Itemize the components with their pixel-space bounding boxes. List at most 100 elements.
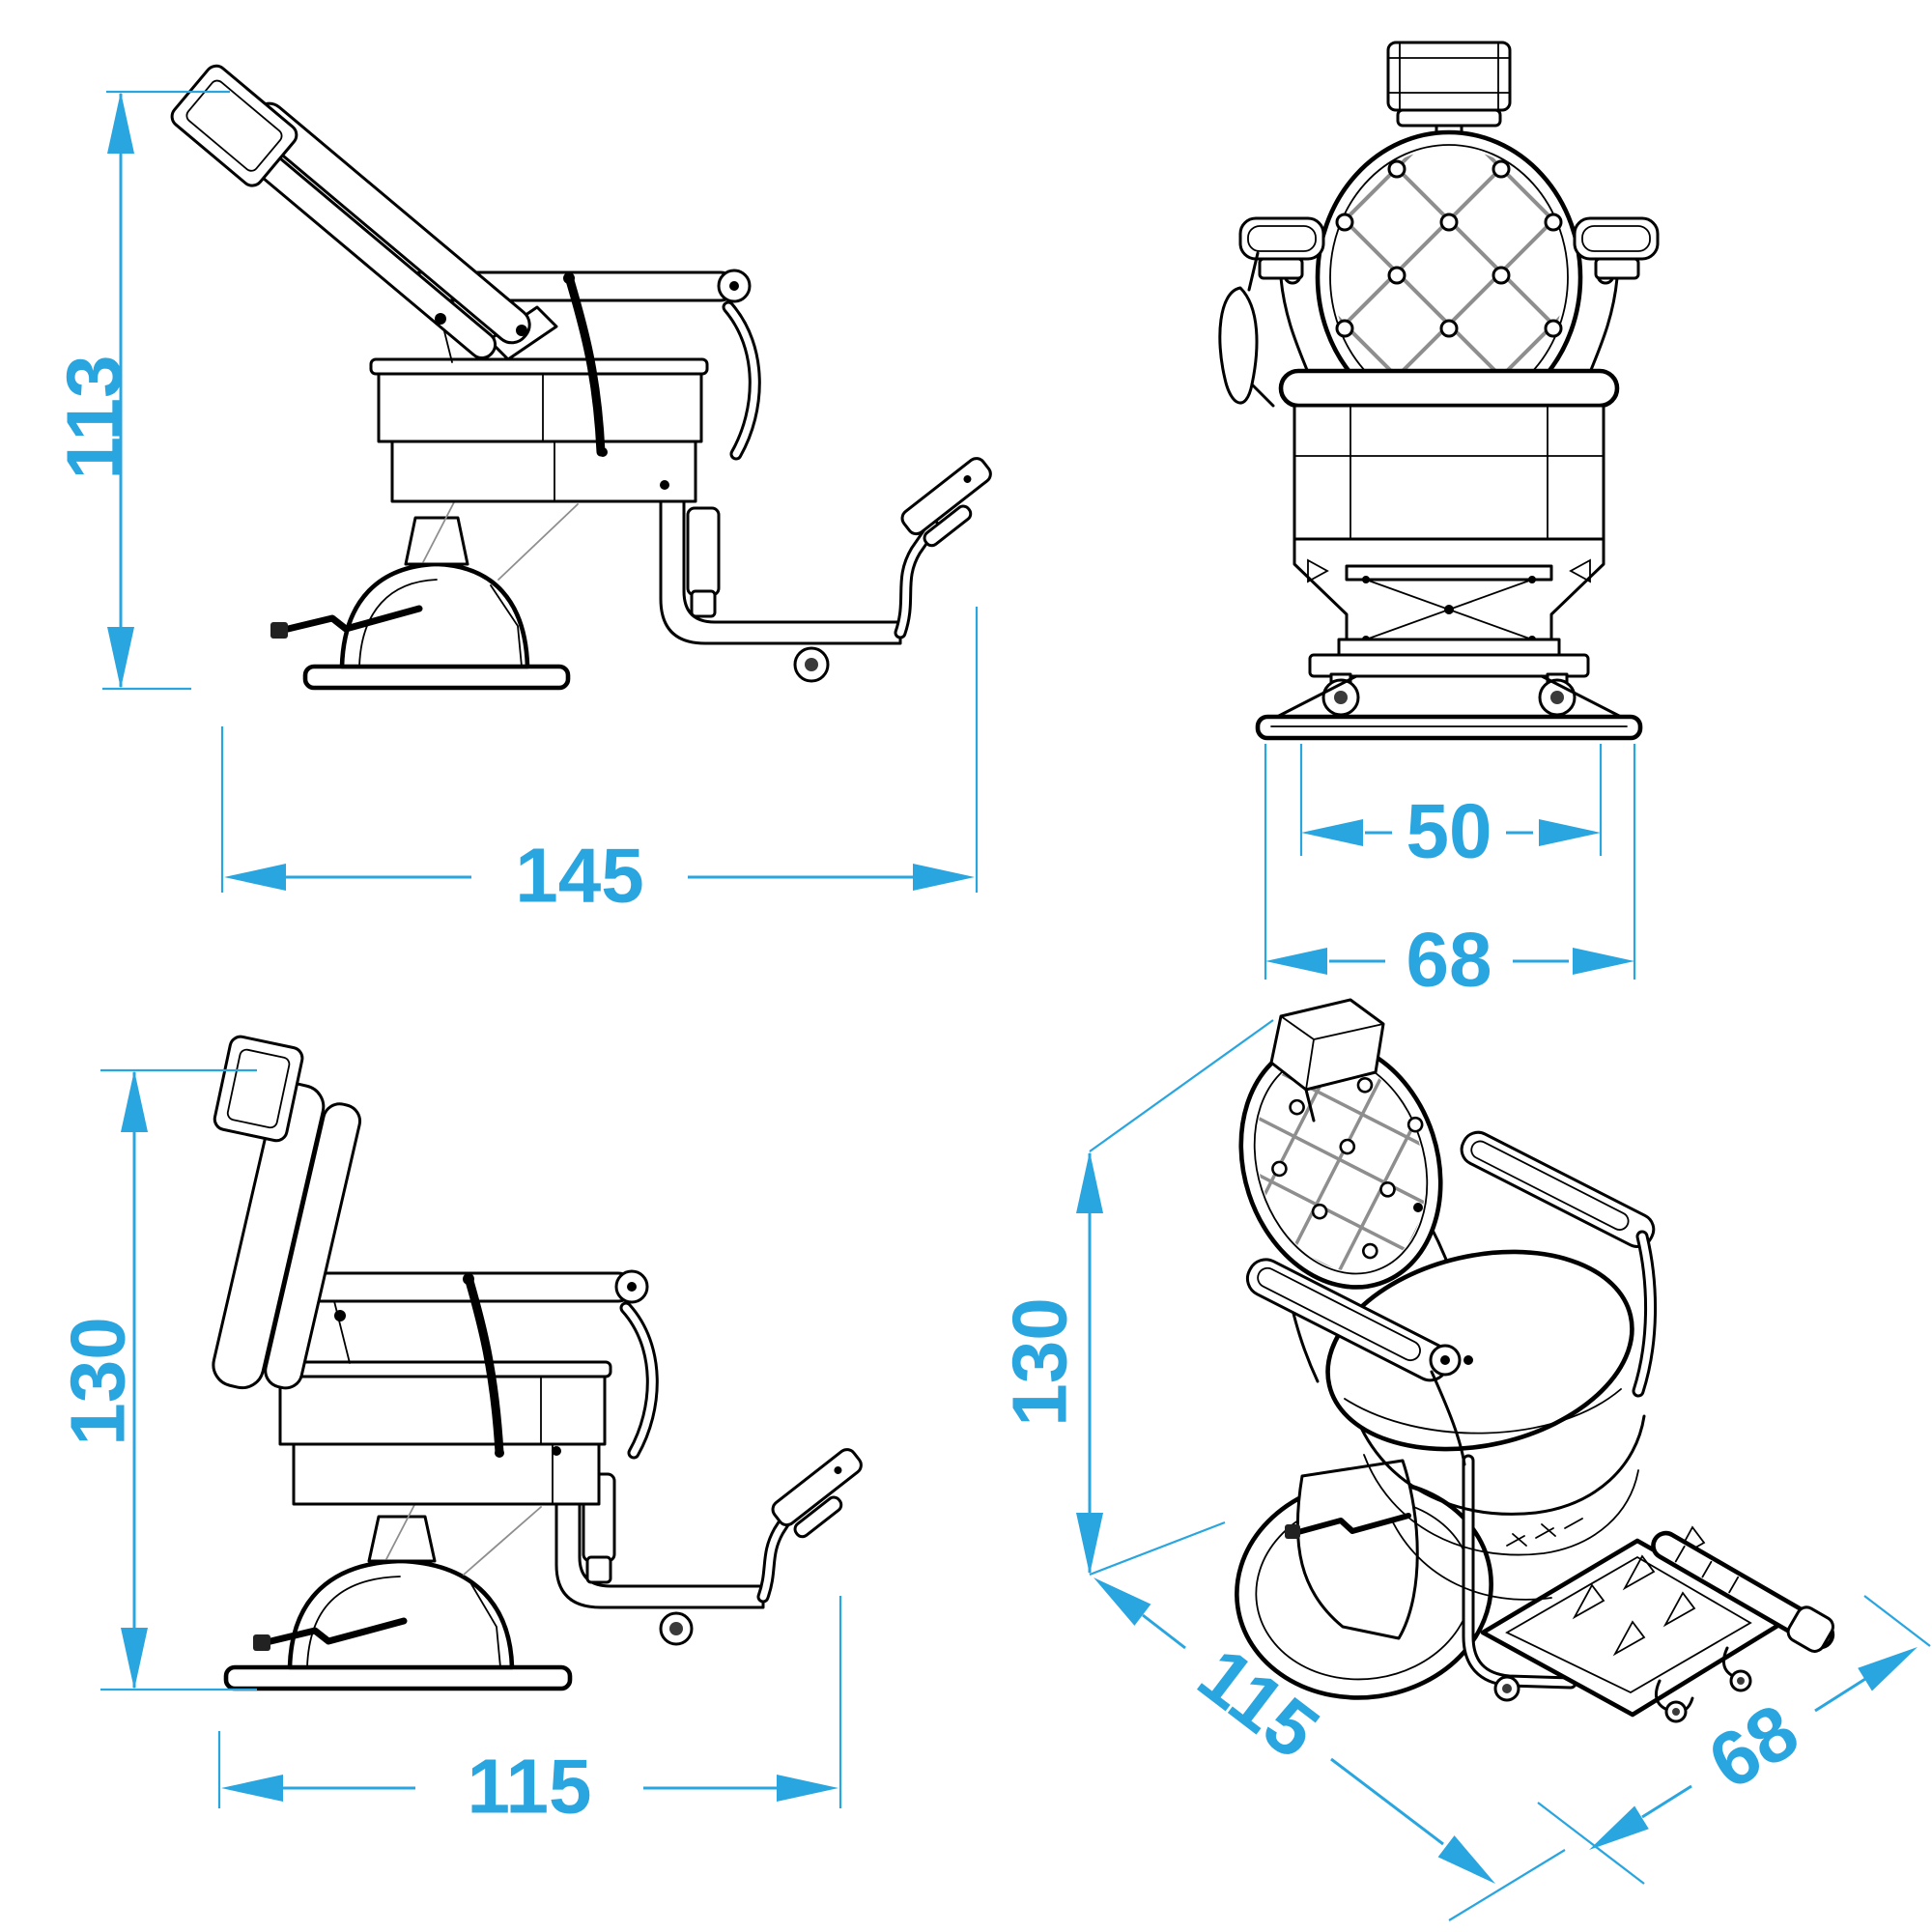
caster-wheel xyxy=(659,1611,694,1646)
footrest-plate xyxy=(771,1448,863,1539)
headrest xyxy=(170,64,298,187)
dimension-upright-length: 115 xyxy=(217,1596,842,1830)
dimension-front-upper-width: 50 xyxy=(1299,744,1603,874)
extension-line xyxy=(217,1596,842,1808)
arrow-left-icon xyxy=(1301,819,1363,846)
headrest xyxy=(1269,998,1385,1122)
armrest-support xyxy=(722,300,761,461)
dim-label: 130 xyxy=(55,1317,141,1445)
arrow-up-right-icon xyxy=(1858,1647,1918,1691)
pump-lever xyxy=(270,605,423,639)
armrest-left xyxy=(1238,216,1325,377)
seat-assembly xyxy=(270,1360,612,1506)
hydraulic-column xyxy=(367,1515,437,1563)
dim-label: 50 xyxy=(1406,788,1492,874)
base xyxy=(1255,674,1643,741)
seat-assembly xyxy=(369,357,709,503)
dim-label: 113 xyxy=(51,355,137,479)
extension-line xyxy=(1089,1019,1274,1577)
hydraulic-column xyxy=(404,516,469,566)
dim-label: 130 xyxy=(997,1297,1083,1426)
arrow-left-icon xyxy=(1265,948,1327,975)
view-side-reclined xyxy=(170,64,992,691)
armrest-right xyxy=(1573,216,1660,377)
extension-line xyxy=(220,607,979,893)
arrow-down-icon xyxy=(1076,1513,1103,1575)
recline-lever xyxy=(463,1273,504,1458)
arrow-right-icon xyxy=(777,1775,838,1802)
dim-label: 68 xyxy=(1694,1688,1812,1805)
under-frame xyxy=(1293,537,1605,678)
base-plate xyxy=(223,1664,573,1691)
backrest xyxy=(212,1082,362,1390)
caster-wheel-left xyxy=(1321,672,1360,717)
extension-line xyxy=(1264,744,1636,980)
footrest-hooks xyxy=(1493,1646,1752,1723)
extension-line xyxy=(102,90,230,691)
dimension-upright-height: 130 xyxy=(55,1068,257,1691)
extension-line xyxy=(1537,1595,1931,1885)
pivot-joints xyxy=(334,1310,561,1458)
headrest xyxy=(213,1035,304,1143)
arrow-right-icon xyxy=(1539,819,1601,846)
footrest-arm xyxy=(894,519,940,639)
recline-lever xyxy=(563,272,606,457)
pivot-joints xyxy=(1413,1203,1473,1365)
dim-label: 68 xyxy=(1406,917,1492,1003)
extension-line xyxy=(100,1068,257,1691)
dimension-front-base-width: 68 xyxy=(1264,744,1636,1003)
arrow-down-icon xyxy=(107,627,134,689)
base-plate xyxy=(302,664,571,691)
hydraulic-cylinder xyxy=(686,506,721,597)
seat-cushion xyxy=(1325,1249,1634,1452)
dimension-perspective-height: 130 xyxy=(997,1019,1274,1577)
backrest xyxy=(1229,1034,1453,1294)
caster-wheel-right xyxy=(1538,672,1577,717)
dimension-reclined-height: 113 xyxy=(51,90,230,691)
dim-line xyxy=(1641,1677,1866,1819)
caster-wheel xyxy=(793,646,830,683)
headrest xyxy=(1386,41,1512,139)
view-front xyxy=(1218,41,1660,741)
pump-handle xyxy=(1218,251,1275,408)
pump-lever xyxy=(1285,1513,1411,1539)
arrow-down-left-icon xyxy=(1589,1805,1649,1850)
arrow-down-icon xyxy=(121,1628,148,1690)
pump-lever xyxy=(253,1617,408,1651)
view-perspective xyxy=(1229,998,1835,1723)
view-side-upright xyxy=(212,1035,863,1691)
extension-line xyxy=(1448,1849,1566,1921)
dim-line xyxy=(1142,1613,1444,1846)
armrest-far xyxy=(1460,1130,1658,1398)
footrest-frame xyxy=(659,479,902,645)
seat-base-bands xyxy=(1349,1397,1646,1601)
cylinder-mount xyxy=(585,1555,612,1584)
foot-bar xyxy=(1651,1530,1835,1653)
footrest-plate xyxy=(900,457,992,548)
under-seat-brace xyxy=(422,501,579,581)
tufting-lattice xyxy=(1229,1034,1453,1294)
dimension-reclined-length: 145 xyxy=(220,607,979,919)
cylinder-mount xyxy=(690,589,717,618)
arrow-left-icon xyxy=(224,864,286,891)
arrow-up-icon xyxy=(121,1070,148,1132)
arrow-up-icon xyxy=(107,92,134,154)
armrest-near xyxy=(1245,1258,1466,1466)
arrow-right-icon xyxy=(913,864,975,891)
pivot-joints xyxy=(435,313,669,490)
arrow-up-left-icon xyxy=(1094,1577,1151,1626)
arrow-up-icon xyxy=(1076,1151,1103,1213)
under-seat-brace xyxy=(385,1502,542,1576)
arrow-left-icon xyxy=(221,1775,283,1802)
tufting-buttons xyxy=(1271,1076,1424,1260)
dim-label: 115 xyxy=(467,1744,591,1830)
arrow-down-right-icon xyxy=(1437,1835,1495,1884)
armrest-support xyxy=(619,1301,659,1460)
seat xyxy=(1278,368,1620,541)
extension-line xyxy=(1299,744,1603,856)
arrow-right-icon xyxy=(1573,948,1634,975)
footrest-arm xyxy=(756,1500,801,1604)
hydraulic-dome-base xyxy=(287,1558,515,1670)
